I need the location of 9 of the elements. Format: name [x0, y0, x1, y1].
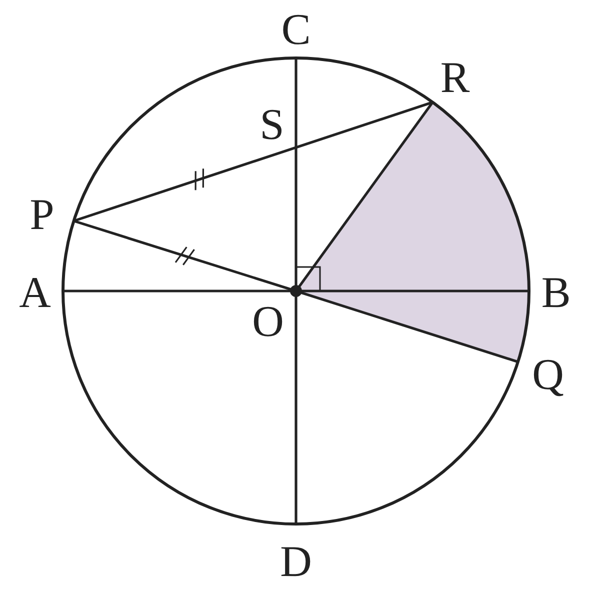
point-label: Q	[532, 353, 564, 397]
point-label: B	[541, 271, 571, 315]
point-label: P	[30, 193, 54, 237]
point-label: O	[252, 300, 284, 344]
point-label: C	[281, 8, 311, 52]
point-label: D	[280, 540, 312, 584]
point-label: R	[440, 56, 470, 100]
point-label: A	[19, 271, 51, 315]
point-label: S	[260, 103, 284, 147]
